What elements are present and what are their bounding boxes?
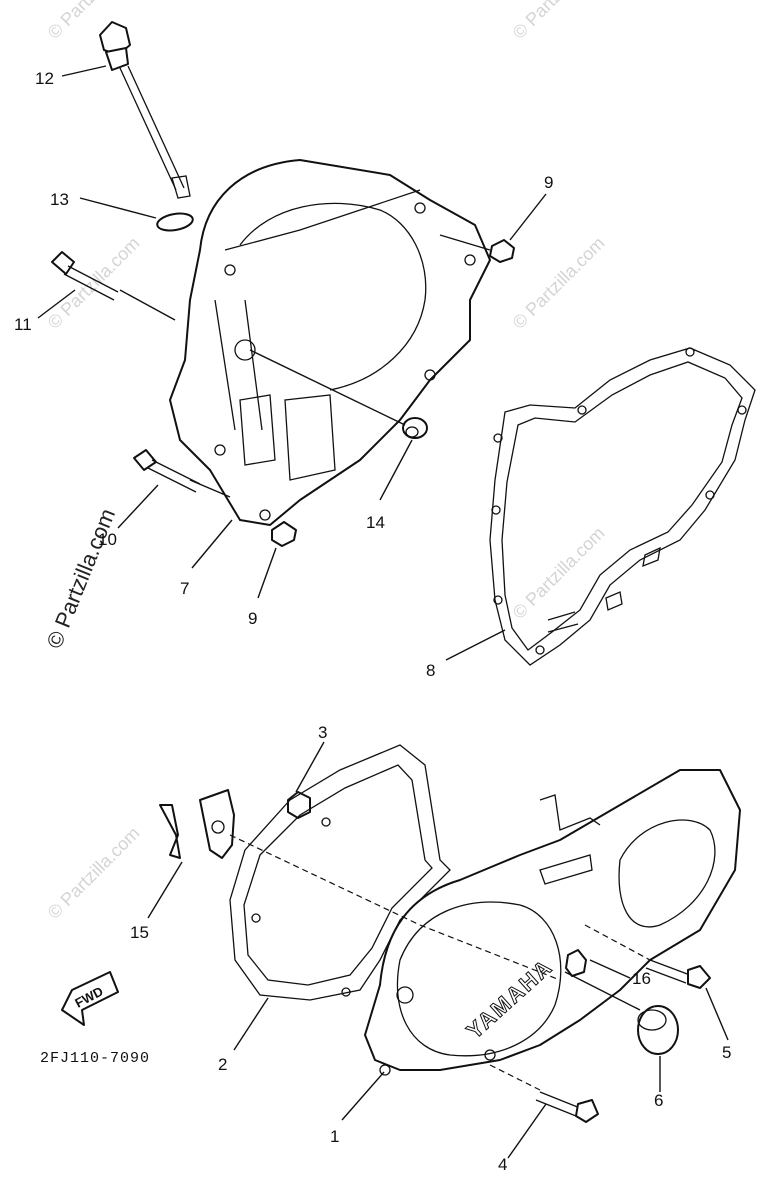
- dipstick-part: [99, 21, 191, 199]
- crankcase-cover-part-1: YAMAHA: [364, 769, 741, 1076]
- crankcase-cover-part: [169, 159, 491, 526]
- assembly-line: [564, 971, 641, 1011]
- plug-part-3: [287, 791, 311, 819]
- callout-9-upper: 9: [544, 173, 553, 192]
- callout-4: 4: [498, 1155, 507, 1174]
- callout-7: 7: [180, 579, 189, 598]
- plug-part-9a: [489, 239, 515, 263]
- callout-15: 15: [130, 923, 149, 942]
- bolt-part-11: [51, 251, 119, 301]
- callout-2: 2: [218, 1055, 227, 1074]
- callout-11: 11: [14, 315, 32, 334]
- watermark: © Partzilla.com: [44, 823, 144, 923]
- cap-part-6: [637, 1005, 679, 1055]
- watermark: © Partzilla.com: [44, 233, 144, 333]
- callout-1: 1: [330, 1127, 339, 1146]
- watermark: © Partzilla.com: [41, 505, 120, 652]
- callout-6: 6: [654, 1091, 663, 1110]
- watermark: © Partzilla.com: [509, 0, 609, 43]
- diagram-code: 2FJ110-7090: [40, 1050, 150, 1067]
- watermark: © Partzilla.com: [509, 233, 609, 333]
- leader-line: [439, 234, 491, 251]
- leader-line: [189, 479, 231, 498]
- watermark: © Partzilla.com: [509, 523, 609, 623]
- collar-part: [402, 417, 428, 439]
- leader-line: [249, 349, 406, 426]
- gasket-part-8: [489, 347, 756, 666]
- seal-part-16: [565, 949, 587, 977]
- callout-16: 16: [632, 969, 651, 988]
- fwd-arrow-icon: FWD: [61, 971, 119, 1026]
- callout-14: 14: [366, 513, 385, 532]
- assembly-line: [584, 924, 651, 961]
- assembly-line: [419, 924, 561, 981]
- callout-9-lower: 9: [248, 609, 257, 628]
- callout-13: 13: [50, 190, 69, 209]
- assembly-line: [489, 1064, 541, 1091]
- bolt-part-10: [133, 449, 201, 493]
- callouts: 12 13 11 10 7 9 9 14 8 3 15 2 1 4 6 5 16: [14, 65, 731, 1174]
- plug-part-9b: [271, 521, 297, 547]
- bolt-part-4: [535, 1091, 599, 1123]
- callout-3: 3: [318, 723, 327, 742]
- gasket-part-2: [229, 744, 451, 1001]
- callout-5: 5: [722, 1043, 731, 1062]
- bolt-part-5: [645, 959, 711, 989]
- o-ring-part: [156, 212, 194, 232]
- bracket-part: [159, 789, 235, 859]
- callout-10: 10: [98, 530, 117, 549]
- leader-line: [119, 289, 176, 321]
- callout-12: 12: [35, 69, 54, 88]
- callout-8: 8: [426, 661, 435, 680]
- assembly-line: [229, 834, 421, 926]
